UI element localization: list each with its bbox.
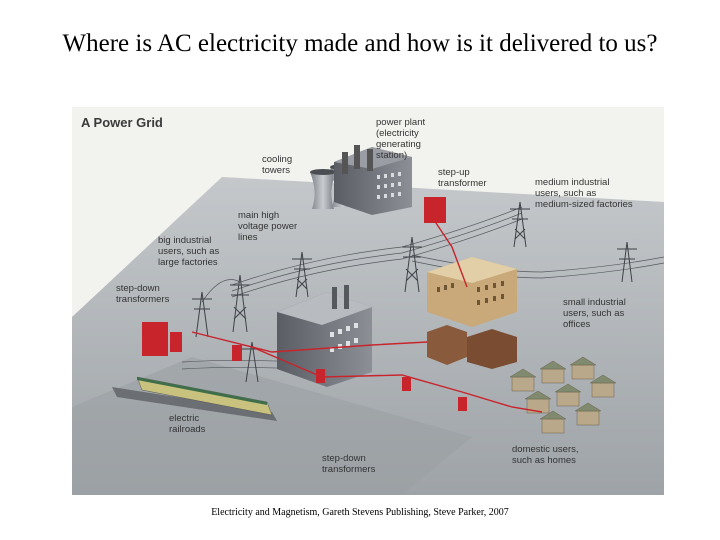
slide-title: Where is AC electricity made and how is …: [62, 30, 658, 57]
red-distribution-wires: [191, 216, 543, 413]
medium-factory-drawing: [427, 257, 517, 327]
power-grid-drawing: [72, 145, 664, 495]
label-step-down-bottom: step-down transformers: [322, 453, 376, 475]
label-main-lines: main high voltage power lines: [238, 210, 298, 243]
power-grid-illustration: A Power Grid power plant (electricity ge…: [72, 107, 664, 495]
label-domestic-users: domestic users, such as homes: [512, 444, 579, 466]
houses-drawing: [509, 356, 617, 434]
power-plant-drawing: [334, 145, 412, 215]
railroad-drawing: [112, 376, 277, 421]
label-step-up-transformer: step-up transformer: [438, 167, 487, 189]
label-electric-railroads: electric railroads: [169, 413, 206, 435]
large-factory-drawing: [277, 285, 372, 387]
source-caption: Electricity and Magnetism, Gareth Steven…: [211, 507, 509, 518]
label-small-industrial: small industrial users, such as offices: [563, 297, 626, 330]
transformers-drawing: [142, 197, 467, 411]
label-medium-industrial: medium industrial users, such as medium-…: [535, 177, 633, 210]
offices-drawing: [427, 325, 517, 369]
label-power-plant: power plant (electricity generating stat…: [376, 117, 426, 161]
label-big-industrial: big industrial users, such as large fact…: [158, 235, 220, 268]
figure-title: A Power Grid: [81, 115, 163, 130]
label-step-down-left: step-down transformers: [116, 283, 170, 305]
label-cooling-towers: cooling towers: [262, 154, 293, 176]
